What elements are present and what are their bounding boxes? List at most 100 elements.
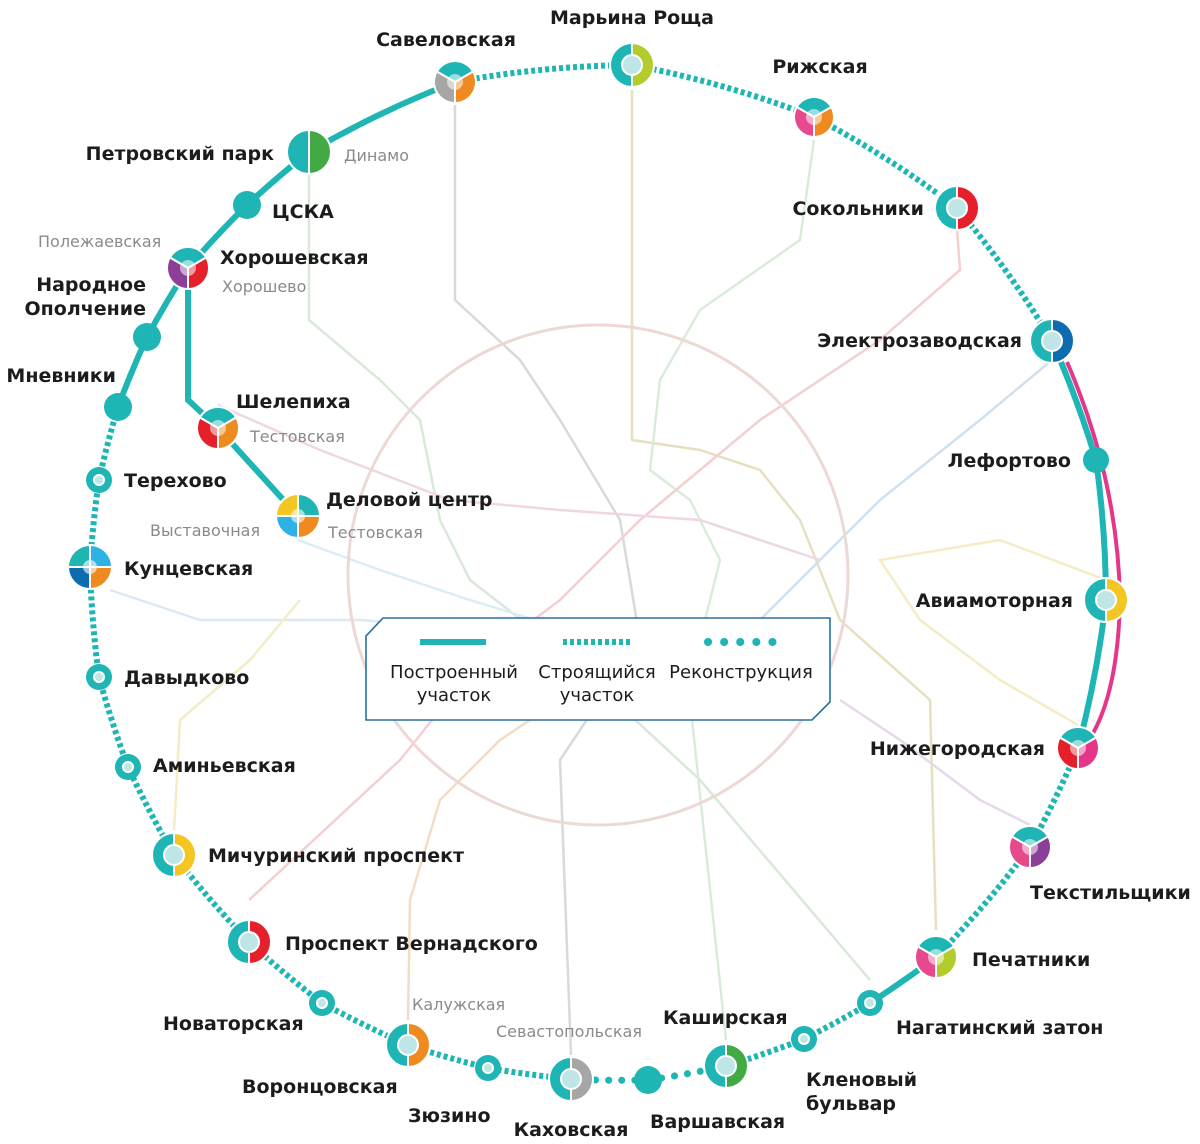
station-label-petrovsky-park: Петровский парк [86, 143, 274, 165]
station-transfer-core [560, 1068, 582, 1090]
station-kuntsevskaya[interactable] [66, 543, 114, 591]
station-davydkovo[interactable] [86, 664, 112, 690]
station-michurinsky-prospekt[interactable] [151, 831, 197, 879]
station-transfer-core [1041, 330, 1063, 352]
station-label-kakhovskaya: Каховская [514, 1119, 629, 1141]
station-cska[interactable] [233, 191, 261, 219]
station-dot-inner [124, 763, 132, 771]
station-transfer-core [715, 1055, 737, 1077]
station-transfer-core [180, 260, 196, 276]
station-part-bl [66, 566, 91, 591]
transfer-label-testovskaya-1: Тестовская [249, 427, 345, 446]
station-kashirskaya[interactable] [703, 1042, 749, 1090]
station-label-prospekt-vernadskogo: Проспект Вернадского [285, 933, 538, 955]
station-pechatniki[interactable] [914, 935, 958, 980]
faded-line-3 [248, 229, 962, 901]
station-dot-inner [95, 476, 103, 484]
faded-line-9 [406, 698, 561, 1021]
transfer-label-sevastopolskaya: Севастопольская [496, 1022, 642, 1041]
faded-line-8 [172, 599, 301, 831]
ring-segment-prospekt-vernadskogo-michurinsky-prospekt [171, 853, 252, 945]
station-part-top [795, 96, 833, 119]
station-dot [634, 1066, 662, 1094]
station-label-kuntsevskaya: Кунцевская [124, 558, 253, 580]
station-dot-inner [866, 999, 874, 1007]
ring-segment-savelovskaya-marina-roshcha [454, 62, 633, 85]
station-sokolniki[interactable] [934, 184, 980, 232]
station-label-pechatniki: Печатники [972, 949, 1090, 971]
station-transfer-core [447, 74, 463, 90]
station-shelepikha[interactable] [196, 406, 240, 451]
station-dot-inner [484, 1064, 492, 1072]
station-label-aviamotornaya: Авиамоторная [916, 590, 1073, 612]
station-label-delovoy-tsentr: Деловой центр [326, 489, 493, 511]
station-label-tekstilshchiki: Текстильщики [1030, 882, 1191, 904]
station-khoroshevskaya[interactable] [166, 246, 210, 291]
station-half-right [308, 128, 332, 176]
station-varshavskaya[interactable] [634, 1066, 662, 1094]
station-dot-inner [800, 1035, 808, 1043]
station-tekstilshchiki[interactable] [1008, 824, 1052, 870]
stations-layer [66, 41, 1129, 1103]
station-narodnoe-opolchenie[interactable] [133, 323, 161, 351]
station-label-kashirskaya: Каширская [663, 1007, 788, 1029]
station-label-elektrozavodskaya: Электрозаводская [817, 330, 1022, 352]
station-label-varshavskaya: Варшавская [650, 1111, 785, 1133]
station-transfer-core [83, 560, 97, 574]
ring-segment-varshavskaya-kakhovskaya [567, 1075, 652, 1084]
station-label-rizhskaya: Рижская [772, 56, 867, 78]
ring-segment-aminyevskaya-davydkovo [96, 676, 131, 769]
station-mnevniki[interactable] [104, 393, 132, 421]
station-vorontsovskaya[interactable] [385, 1021, 431, 1069]
station-transfer-core [397, 1034, 419, 1056]
station-label-nagatinsky-zaton: Нагатинский затон [896, 1017, 1103, 1039]
transfer-label-vystavochnaya: Выставочная [150, 521, 260, 540]
station-transfer-core [928, 949, 944, 965]
station-label-terekhovo: Терехово [124, 470, 227, 492]
station-label-shelepikha: Шелепиха [236, 391, 351, 413]
station-dot [133, 323, 161, 351]
transfer-label-khoroshevo: Хорошево [222, 277, 306, 296]
station-transfer-core [806, 109, 822, 125]
station-terekhovo[interactable] [86, 467, 112, 493]
station-novatorskaya[interactable] [309, 990, 335, 1016]
station-nizhegorodskaya[interactable] [1056, 725, 1100, 771]
station-label-aminyevskaya: Аминьевская [153, 755, 296, 777]
station-dot [1083, 447, 1109, 473]
station-aviamotornaya[interactable] [1083, 576, 1129, 624]
ring-segment-petrovsky-park-savelovskaya [307, 79, 457, 155]
station-savelovskaya[interactable] [433, 60, 477, 105]
station-delovoy-tsentr[interactable] [274, 492, 322, 540]
labels-layer: Марьина РощаРижскаяСокольникиЭлектрозаво… [6, 7, 1190, 1141]
station-transfer-core [1022, 839, 1038, 855]
station-petrovsky-park[interactable] [286, 128, 332, 176]
transfer-label-polezhaevskaya: Полежаевская [38, 232, 161, 251]
station-aminyevskaya[interactable] [115, 754, 141, 780]
station-elektrozavodskaya[interactable] [1029, 317, 1075, 365]
station-nagatinsky-zaton[interactable] [857, 990, 883, 1016]
station-marina-roshcha[interactable] [609, 41, 655, 89]
station-label-zyuzino: Зюзино [408, 1105, 491, 1127]
station-dot [104, 393, 132, 421]
station-prospekt-vernadskogo[interactable] [226, 918, 272, 966]
faded-line-0 [630, 90, 938, 931]
station-transfer-core [1095, 589, 1117, 611]
station-rizhskaya[interactable] [793, 96, 835, 139]
station-transfer-core [238, 931, 260, 953]
ring-segment-sokolniki-elektrozavodskaya [954, 206, 1055, 343]
station-label-nizhegorodskaya: Нижегородская [870, 738, 1045, 760]
station-transfer-core [291, 509, 305, 523]
legend-reconstruction-label: Реконструкция [669, 662, 813, 683]
station-half-left [286, 128, 310, 176]
station-zyuzino[interactable] [475, 1055, 501, 1081]
station-kakhovskaya[interactable] [548, 1055, 594, 1103]
station-label-cska: ЦСКА [272, 201, 334, 223]
station-klenovy-bulvar[interactable] [791, 1026, 817, 1052]
station-part-bl [274, 515, 299, 540]
station-lefortovo[interactable] [1083, 447, 1109, 473]
